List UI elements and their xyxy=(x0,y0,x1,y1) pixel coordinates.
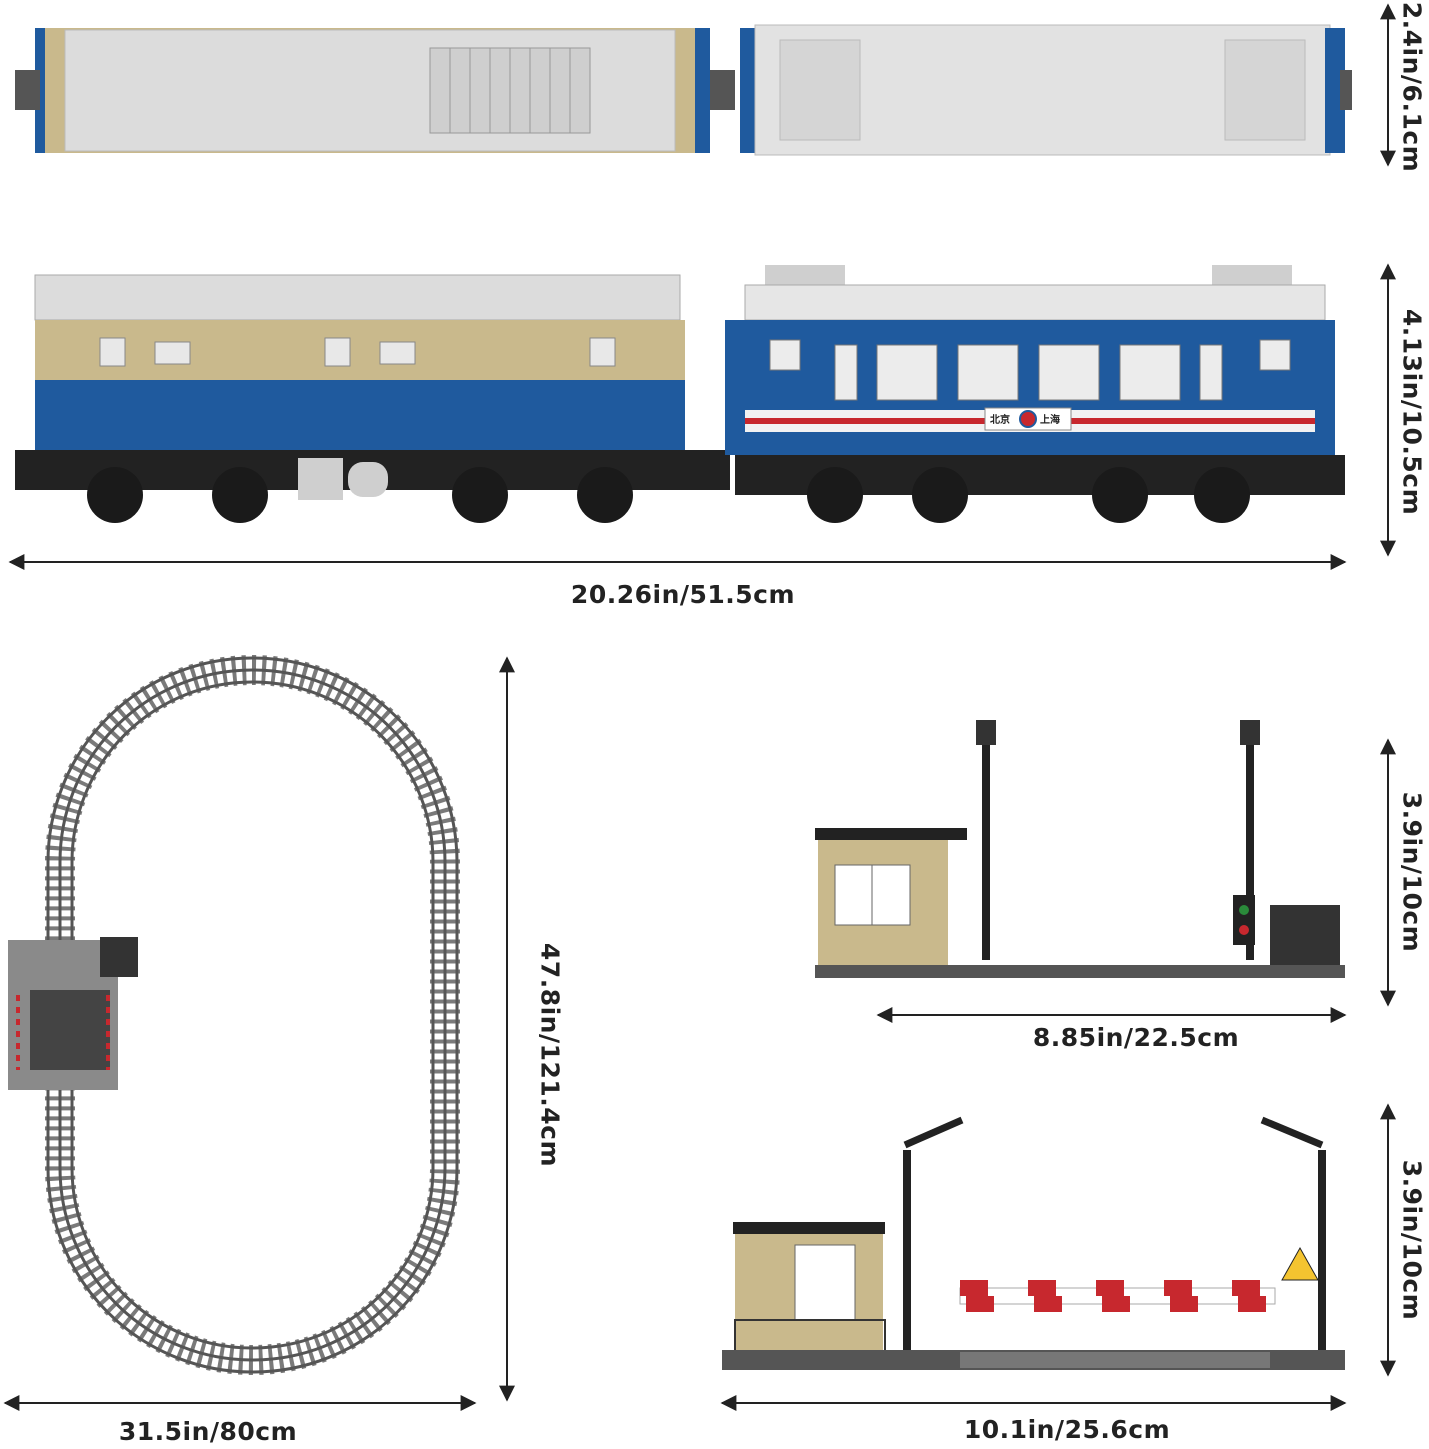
dimension-arrows xyxy=(3,3,1396,1411)
railway-logo-icon xyxy=(1019,410,1037,428)
station-building-scene xyxy=(815,720,1345,978)
locomotive-side-view xyxy=(15,274,730,523)
station-height-label: 3.9in/10cm xyxy=(1397,791,1427,953)
crossing-width-label: 10.1in/25.6cm xyxy=(963,1415,1171,1444)
train-length-label: 20.26in/51.5cm xyxy=(570,580,796,609)
carriage-top-view xyxy=(740,24,1352,156)
crossing-height-label: 3.9in/10cm xyxy=(1397,1159,1427,1321)
train-top-width-label: 2.4in/6.1cm xyxy=(1397,1,1427,173)
sign-left: 北京 xyxy=(990,413,1010,426)
level-crossing-top-view xyxy=(8,937,138,1090)
track-length-label: 47.8in/121.4cm xyxy=(535,942,565,1168)
track-width-label: 31.5in/80cm xyxy=(118,1417,298,1446)
locomotive-top-view xyxy=(15,28,735,153)
sign-right: 上海 xyxy=(1040,413,1060,426)
carriage-side-view: 北京 上海 xyxy=(725,265,1345,523)
crossing-gate-scene xyxy=(722,1116,1345,1370)
station-width-label: 8.85in/22.5cm xyxy=(1032,1023,1240,1052)
train-height-label: 4.13in/10.5cm xyxy=(1397,308,1427,516)
